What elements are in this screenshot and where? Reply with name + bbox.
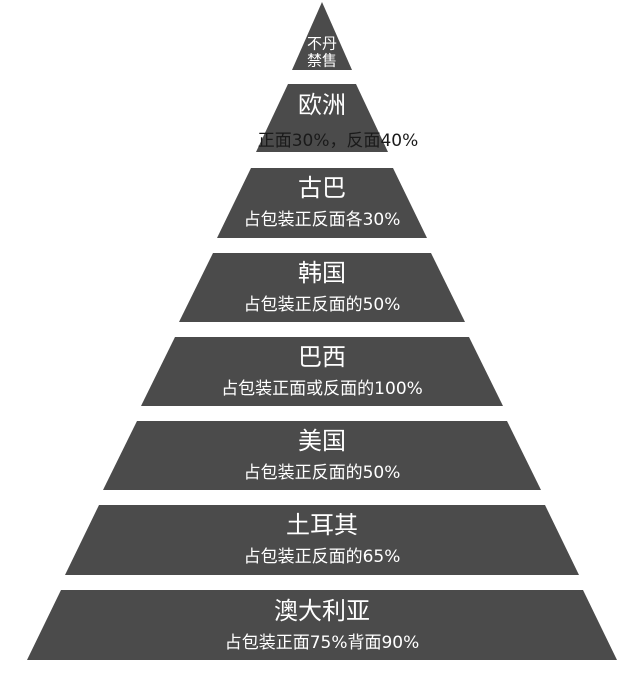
- tier-turkey: 土耳其 占包装正反面的65%: [65, 505, 579, 575]
- tier-usa-title: 美国: [298, 427, 346, 455]
- tier-brazil-subtitle: 占包装正面或反面的100%: [221, 379, 423, 399]
- tier-europe-shape: [256, 84, 388, 152]
- tier-cuba-subtitle: 占包装正反面各30%: [244, 210, 401, 230]
- tier-europe: 欧洲 正面30%，反面40%: [256, 84, 418, 152]
- tier-korea: 韩国 占包装正反面的50%: [179, 253, 465, 322]
- tier-usa: 美国 占包装正反面的50%: [103, 421, 541, 490]
- tier-europe-title: 欧洲: [298, 91, 346, 119]
- tier-korea-title: 韩国: [298, 259, 346, 287]
- tier-brazil-shape: [141, 337, 503, 406]
- tier-cuba: 古巴 占包装正反面各30%: [217, 168, 427, 238]
- tier-brazil: 巴西 占包装正面或反面的100%: [141, 337, 503, 406]
- tier-korea-shape: [179, 253, 465, 322]
- tier-korea-subtitle: 占包装正反面的50%: [244, 295, 401, 315]
- tier-australia: 澳大利亚 占包装正面75%背面90%: [27, 590, 617, 660]
- tier-australia-subtitle: 占包装正面75%背面90%: [225, 633, 420, 653]
- tier-bhutan: 不丹 禁售: [292, 2, 352, 70]
- tier-usa-shape: [103, 421, 541, 490]
- tier-brazil-title: 巴西: [298, 343, 346, 371]
- tier-turkey-subtitle: 占包装正反面的65%: [244, 547, 401, 567]
- tier-turkey-title: 土耳其: [286, 511, 358, 539]
- tier-australia-shape: [27, 590, 617, 660]
- tier-bhutan-line-1: 不丹: [307, 35, 337, 53]
- tier-turkey-shape: [65, 505, 579, 575]
- tier-usa-subtitle: 占包装正反面的50%: [244, 463, 401, 483]
- tier-europe-subtitle: 正面30%，反面40%: [258, 131, 419, 151]
- tier-cuba-title: 古巴: [298, 174, 346, 202]
- tier-bhutan-shape: [292, 2, 352, 70]
- tier-australia-title: 澳大利亚: [274, 597, 370, 625]
- tier-bhutan-line-2: 禁售: [307, 52, 337, 70]
- tier-cuba-shape: [217, 168, 427, 238]
